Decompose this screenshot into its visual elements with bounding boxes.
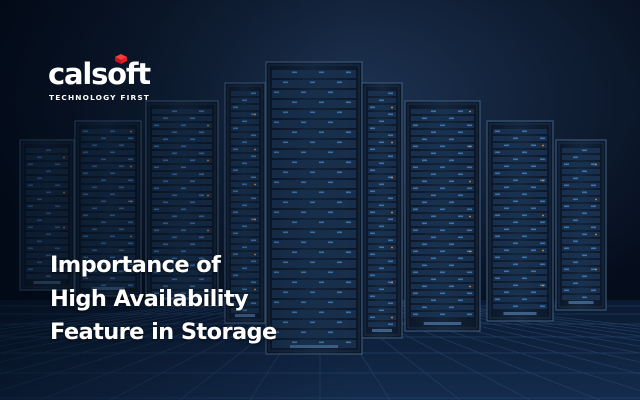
headline-line-3: Feature in Storage <box>50 319 277 345</box>
headline-line-1: Importance of <box>50 252 221 278</box>
red-cube-icon <box>115 54 127 64</box>
headline-line-2: High Availability <box>50 285 249 312</box>
headline: Importance of High Availability Feature … <box>50 249 277 350</box>
logo-tagline: TECHNOLOGY FIRST <box>49 93 150 102</box>
logo-wordmark: calsoft <box>48 57 151 91</box>
calsoft-logo: calsoft TECHNOLOGY FIRST <box>48 52 158 104</box>
